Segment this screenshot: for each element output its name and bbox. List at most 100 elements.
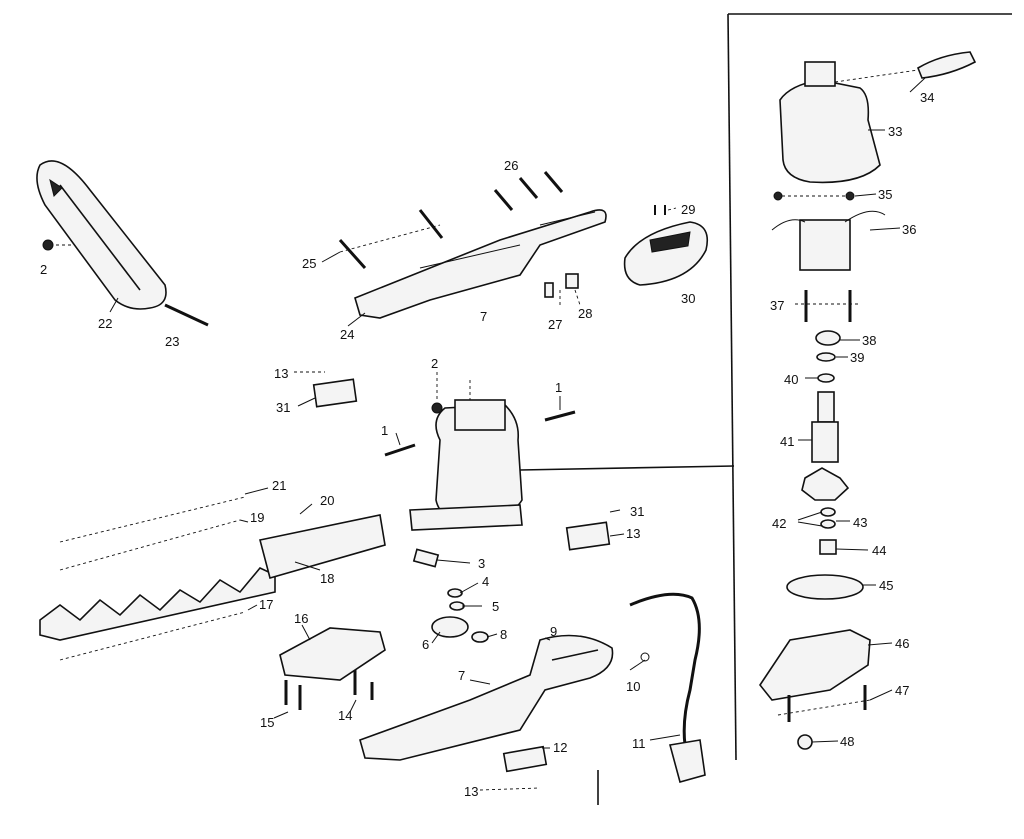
rivet-line	[59, 519, 241, 571]
callout-14: 14	[338, 708, 352, 723]
rivet-line	[59, 496, 246, 543]
callout-7: 7	[480, 309, 487, 324]
callout-45: 45	[879, 578, 893, 593]
callout-25: 25	[302, 256, 316, 271]
handle-guard-part	[36, 160, 167, 310]
callout-41: 41	[780, 434, 794, 449]
washer-part	[773, 191, 783, 201]
callout-37: 37	[770, 298, 784, 313]
washer-part	[845, 191, 855, 201]
callout-13: 13	[464, 784, 478, 799]
nut-part	[431, 402, 443, 414]
callout-48: 48	[840, 734, 854, 749]
upper-housing-part	[354, 209, 607, 319]
screw-part	[384, 443, 416, 457]
lower-housing-part	[359, 634, 614, 761]
callout-labels: 1 1 2 2 3 4 5 6 7 7 8 9 10 11 12 13 13 1…	[40, 90, 934, 799]
gear-plate-part	[279, 627, 386, 681]
callout-18: 18	[320, 571, 334, 586]
callout-36: 36	[902, 222, 916, 237]
callout-27: 27	[548, 317, 562, 332]
callout-33: 33	[888, 124, 902, 139]
callout-29: 29	[681, 202, 695, 217]
bearing-plate-part	[759, 629, 871, 701]
callout-24: 24	[340, 327, 354, 342]
callout-34: 34	[920, 90, 934, 105]
callout-22: 22	[98, 316, 112, 331]
callout-46: 46	[895, 636, 909, 651]
switch-cover-part	[623, 221, 709, 286]
callout-31: 31	[630, 504, 644, 519]
clip-part	[917, 51, 977, 79]
callout-11: 11	[632, 736, 646, 751]
plate-part	[565, 521, 611, 551]
washer-part	[447, 588, 463, 598]
callout-40: 40	[784, 372, 798, 387]
armature-part	[801, 391, 850, 501]
nut-part	[797, 734, 813, 750]
callout-16: 16	[294, 611, 308, 626]
blade-assembly-part	[39, 514, 386, 641]
section-frame	[519, 13, 1012, 805]
callout-12: 12	[553, 740, 567, 755]
callout-35: 35	[878, 187, 892, 202]
callout-1: 1	[381, 423, 388, 438]
callout-6: 6	[422, 637, 429, 652]
callout-2: 2	[40, 262, 47, 277]
callout-42: 42	[772, 516, 786, 531]
screw-part	[543, 171, 564, 193]
callout-8: 8	[500, 627, 507, 642]
screw-part	[338, 239, 367, 269]
callout-30: 30	[681, 291, 695, 306]
callout-26: 26	[504, 158, 518, 173]
callout-3: 3	[478, 556, 485, 571]
washer-part	[449, 601, 465, 611]
callout-5: 5	[492, 599, 499, 614]
field-coil-part	[771, 210, 886, 271]
baffle-part	[786, 574, 864, 600]
screw-part	[418, 209, 444, 239]
callout-7: 7	[458, 668, 465, 683]
washer-part	[820, 519, 836, 529]
callout-15: 15	[260, 715, 274, 730]
leader-lines	[56, 69, 926, 791]
motor-cover-part	[779, 61, 881, 184]
callout-39: 39	[850, 350, 864, 365]
screw-part	[164, 303, 209, 327]
callout-4: 4	[482, 574, 489, 589]
washer-part	[820, 507, 836, 517]
label-plate-part	[502, 745, 548, 773]
callout-47: 47	[895, 683, 909, 698]
power-cord-part	[629, 592, 706, 783]
callout-10: 10	[626, 679, 640, 694]
clip-part	[640, 652, 650, 662]
callout-44: 44	[872, 543, 886, 558]
callout-38: 38	[862, 333, 876, 348]
gear-part	[431, 616, 469, 638]
screw-part	[544, 410, 576, 422]
bearing-part	[815, 330, 841, 346]
bushing-part	[819, 539, 837, 555]
washer-part	[816, 352, 836, 362]
rivet-line	[59, 611, 246, 661]
bearing-part	[471, 631, 489, 643]
callout-2: 2	[431, 356, 438, 371]
callout-19: 19	[250, 510, 264, 525]
callout-9: 9	[550, 624, 557, 639]
callout-1: 1	[555, 380, 562, 395]
nut-part	[42, 239, 54, 251]
callout-31: 31	[276, 400, 290, 415]
callout-20: 20	[320, 493, 334, 508]
callout-43: 43	[853, 515, 867, 530]
callout-13: 13	[274, 366, 288, 381]
callout-23: 23	[165, 334, 179, 349]
bracket-part	[565, 273, 579, 289]
plate-part	[312, 378, 358, 408]
clip-part	[544, 282, 554, 298]
motor-housing-part	[409, 399, 523, 531]
bracket-part	[412, 548, 440, 568]
callout-21: 21	[272, 478, 286, 493]
screw-part	[493, 189, 514, 211]
callout-28: 28	[578, 306, 592, 321]
